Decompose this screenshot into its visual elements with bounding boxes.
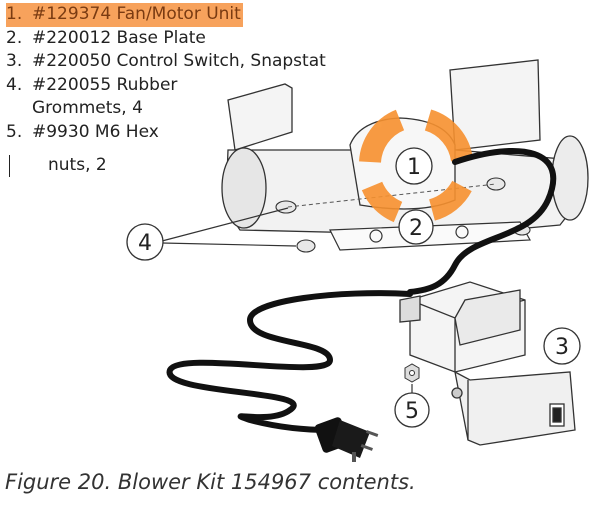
- part-label: #220012 Base Plate: [32, 27, 206, 48]
- plug-icon: [314, 417, 379, 462]
- callout-4: 4: [126, 223, 164, 261]
- part-label: #220050 Control Switch, Snapstat: [32, 51, 326, 71]
- callout-1: 1: [395, 147, 433, 185]
- part-number: 3.: [6, 51, 23, 71]
- part-number: 2.: [6, 27, 23, 48]
- callout-2: 2: [398, 209, 434, 245]
- control-switch: [399, 281, 576, 446]
- part-item-2[interactable]: 2. #220012 Base Plate: [6, 27, 366, 51]
- hex-nut: [404, 363, 420, 383]
- callout-2-label: 2: [409, 216, 423, 241]
- part-item-5[interactable]: 5. #9930 M6 Hex: [6, 121, 366, 145]
- callout-circles: 1 2 3 4 5: [126, 147, 581, 428]
- part-number: 5.: [6, 121, 23, 142]
- figure-caption: Figure 20. Blower Kit 154967 contents.: [5, 470, 416, 494]
- part-label: #9930 M6 Hex: [32, 121, 159, 142]
- text-cursor: [9, 155, 10, 177]
- part-item-4[interactable]: 4. #220055 Rubber: [6, 74, 366, 98]
- part-label: #129374 Fan/Motor Unit: [32, 3, 243, 27]
- callout-1-label: 1: [407, 155, 421, 180]
- callout-4-label: 4: [138, 231, 152, 256]
- part-item-3[interactable]: 3. #220050 Control Switch, Snapstat: [6, 50, 366, 74]
- callout-3-label: 3: [555, 335, 569, 360]
- callout-5-label: 5: [405, 399, 419, 424]
- parts-list: 1. #129374 Fan/Motor Unit 2. #220012 Bas…: [6, 3, 366, 144]
- part-item-1[interactable]: 1. #129374 Fan/Motor Unit: [6, 3, 366, 27]
- part-number: 1.: [6, 3, 32, 27]
- part-number: 4.: [6, 74, 23, 95]
- part-item-5-continuation: nuts, 2: [48, 155, 107, 175]
- callout-5: 5: [394, 392, 430, 428]
- part-item-4-continuation: Grommets, 4: [32, 98, 143, 118]
- part-label: #220055 Rubber: [32, 74, 178, 95]
- callout-3: 3: [543, 327, 581, 365]
- highlight-ring: [359, 109, 473, 223]
- power-cord: [166, 148, 557, 433]
